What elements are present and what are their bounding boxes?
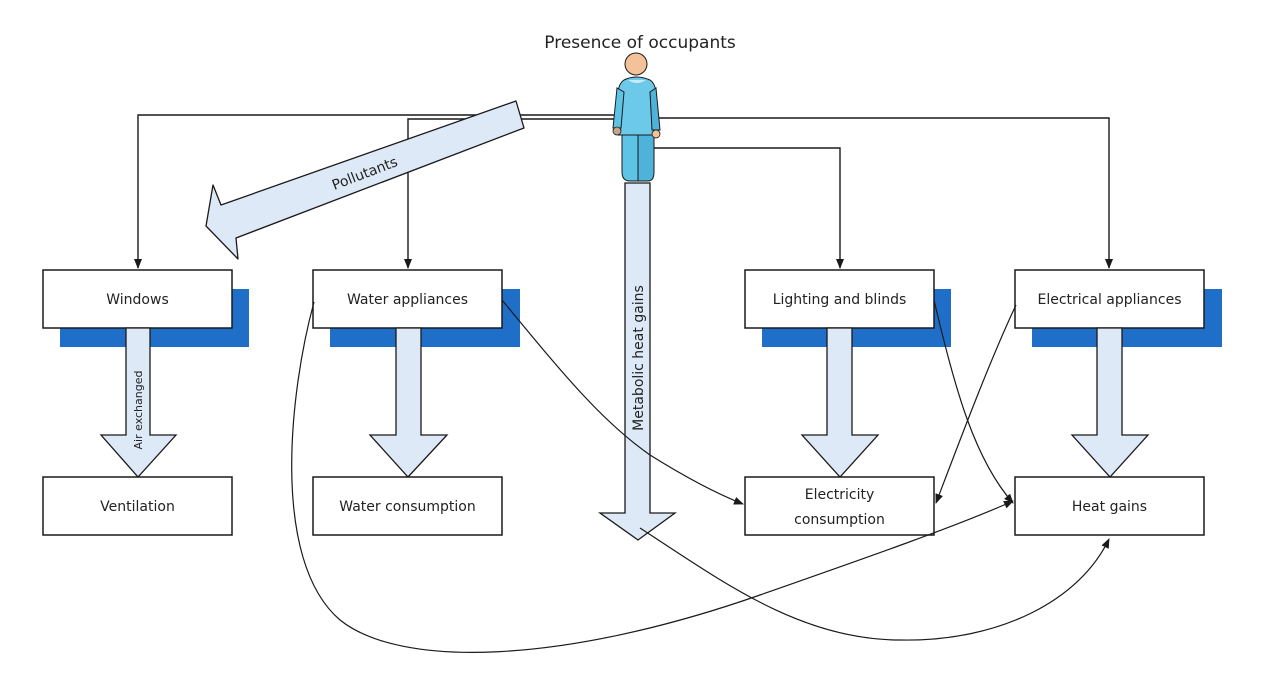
node-electricity-consumption: Electricity consumption [744,476,935,536]
water-consumption-label: Water consumption [339,499,475,515]
heat-gains-arrow [1070,327,1150,478]
node-water-appliances: Water appliances [312,269,503,329]
windows-label: Windows [106,292,169,308]
water-consumption-arrow [368,327,449,478]
electricity-consumption-arrow [800,327,880,478]
node-ventilation: Ventilation [42,476,233,536]
node-water-consumption: Water consumption [312,476,503,536]
connector-to-windows [134,114,620,269]
curve-metabolic-to-heat-gains [639,527,1110,641]
electricity-consumption-label-line2: consumption [794,512,885,528]
air-exchanged-arrow [99,327,178,478]
diagram-title: Presence of occupants [544,33,736,53]
metabolic-heat-gains-label: Metabolic heat gains [631,285,647,431]
occupant-person-icon [612,52,661,182]
curve-electrical-to-electricity [935,304,1017,504]
ventilation-label: Ventilation [100,499,175,515]
water-appliances-label: Water appliances [347,292,468,308]
pollutants-flow-arrow: Pollutants [205,100,525,260]
lighting-blinds-label: Lighting and blinds [773,292,907,308]
connector-to-lighting-blinds [654,147,844,269]
electricity-consumption-label-line1: Electricity [805,487,875,503]
curve-water-appliances-to-heat-gains [291,301,1014,653]
node-heat-gains: Heat gains [1014,476,1205,536]
air-exchanged-label: Air exchanged [132,371,145,450]
connector-to-electrical-appliances [654,117,1113,269]
curve-water-appliances-to-electricity [501,299,744,505]
heat-gains-label: Heat gains [1072,499,1147,515]
node-windows: Windows [42,269,233,329]
metabolic-heat-gains-arrow [597,182,677,541]
connector-to-water-appliances [404,118,620,269]
curve-lighting-to-heat-gains [933,299,1014,504]
node-electrical-appliances: Electrical appliances [1014,269,1205,329]
occupant-connectors [134,114,1113,269]
node-lighting-blinds: Lighting and blinds [744,269,935,329]
curved-connectors [291,299,1110,653]
electrical-appliances-label: Electrical appliances [1038,292,1182,308]
block-arrows [99,182,1150,541]
